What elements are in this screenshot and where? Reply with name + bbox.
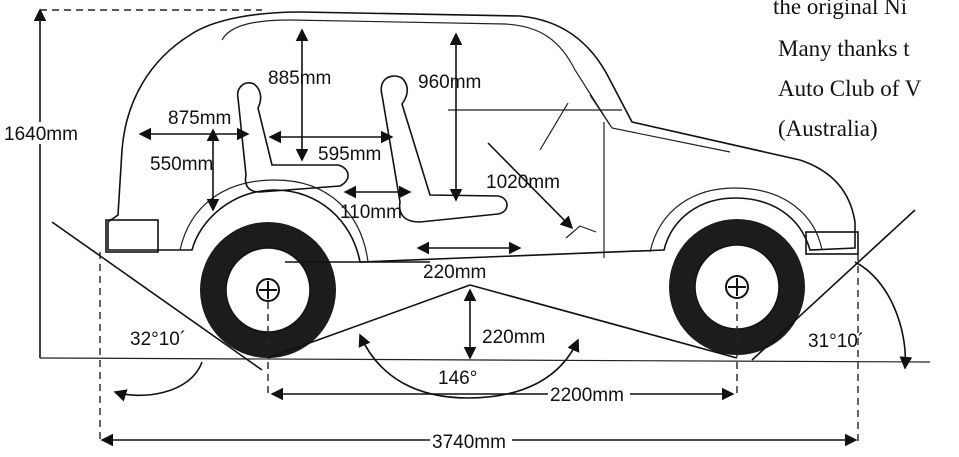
- approach-angle-line: [51, 221, 263, 371]
- departure-angle-arc: [854, 261, 913, 370]
- wheelbase-label: 2200mm: [550, 385, 624, 406]
- door-handle: [539, 102, 569, 151]
- caption-line-3: Auto Club of V: [778, 76, 922, 101]
- rear-seat: [380, 75, 508, 223]
- rear-bumper: [805, 231, 859, 255]
- headroom-front-label: 885mm: [268, 68, 331, 89]
- caption-line-1: the original Ni: [773, 0, 907, 19]
- front-hub-cross: [259, 281, 277, 299]
- front-hub-icon: [256, 278, 280, 302]
- side-window-outline: [221, 19, 611, 126]
- seat-depth-label: 110mm: [340, 202, 402, 223]
- overall-height-label: 1640mm: [4, 124, 78, 145]
- seat-back-front-label: 875mm: [168, 108, 231, 129]
- label-bg-3740: [430, 430, 512, 452]
- legroom-rear-label: 595mm: [318, 144, 381, 165]
- seat-height-front-label: 550mm: [150, 154, 213, 175]
- rear-floor-length-label: 220mm: [423, 262, 486, 283]
- rear-seat-to-door-label: 1020mm: [486, 172, 560, 193]
- fender-arch-rear: [649, 187, 823, 253]
- overall-length-label: 3740mm: [432, 432, 506, 453]
- ramp-angle-label: 146°: [438, 368, 477, 389]
- front-bumper: [105, 219, 159, 253]
- label-bg-1640: [2, 122, 82, 144]
- approach-angle-label: 32°10´: [130, 329, 186, 350]
- inside-door-latch: [565, 225, 597, 239]
- headroom-rear-label: 960mm: [418, 72, 481, 93]
- car-body-outline: [107, 11, 856, 263]
- ramp-line-right: [469, 284, 738, 359]
- ramp-line-left: [267, 284, 471, 359]
- caption-line-2: Many thanks t: [778, 36, 910, 61]
- label-bg-2200: [548, 383, 630, 405]
- departure-angle-label: 31°10´: [808, 331, 864, 352]
- ground-line: [39, 357, 931, 363]
- window-pillar: [589, 94, 731, 153]
- rear-hub-icon: [725, 275, 749, 299]
- departure-angle-line: [751, 209, 916, 361]
- rear-seat-to-door-line: [487, 142, 574, 230]
- caption-line-4: (Australia): [778, 116, 878, 141]
- front-seat: [236, 82, 349, 193]
- ground-clearance-label: 220mm: [482, 327, 545, 348]
- approach-angle-arc: [113, 361, 203, 402]
- rear-hub-cross: [728, 278, 746, 296]
- fender-arch-front: [179, 179, 369, 263]
